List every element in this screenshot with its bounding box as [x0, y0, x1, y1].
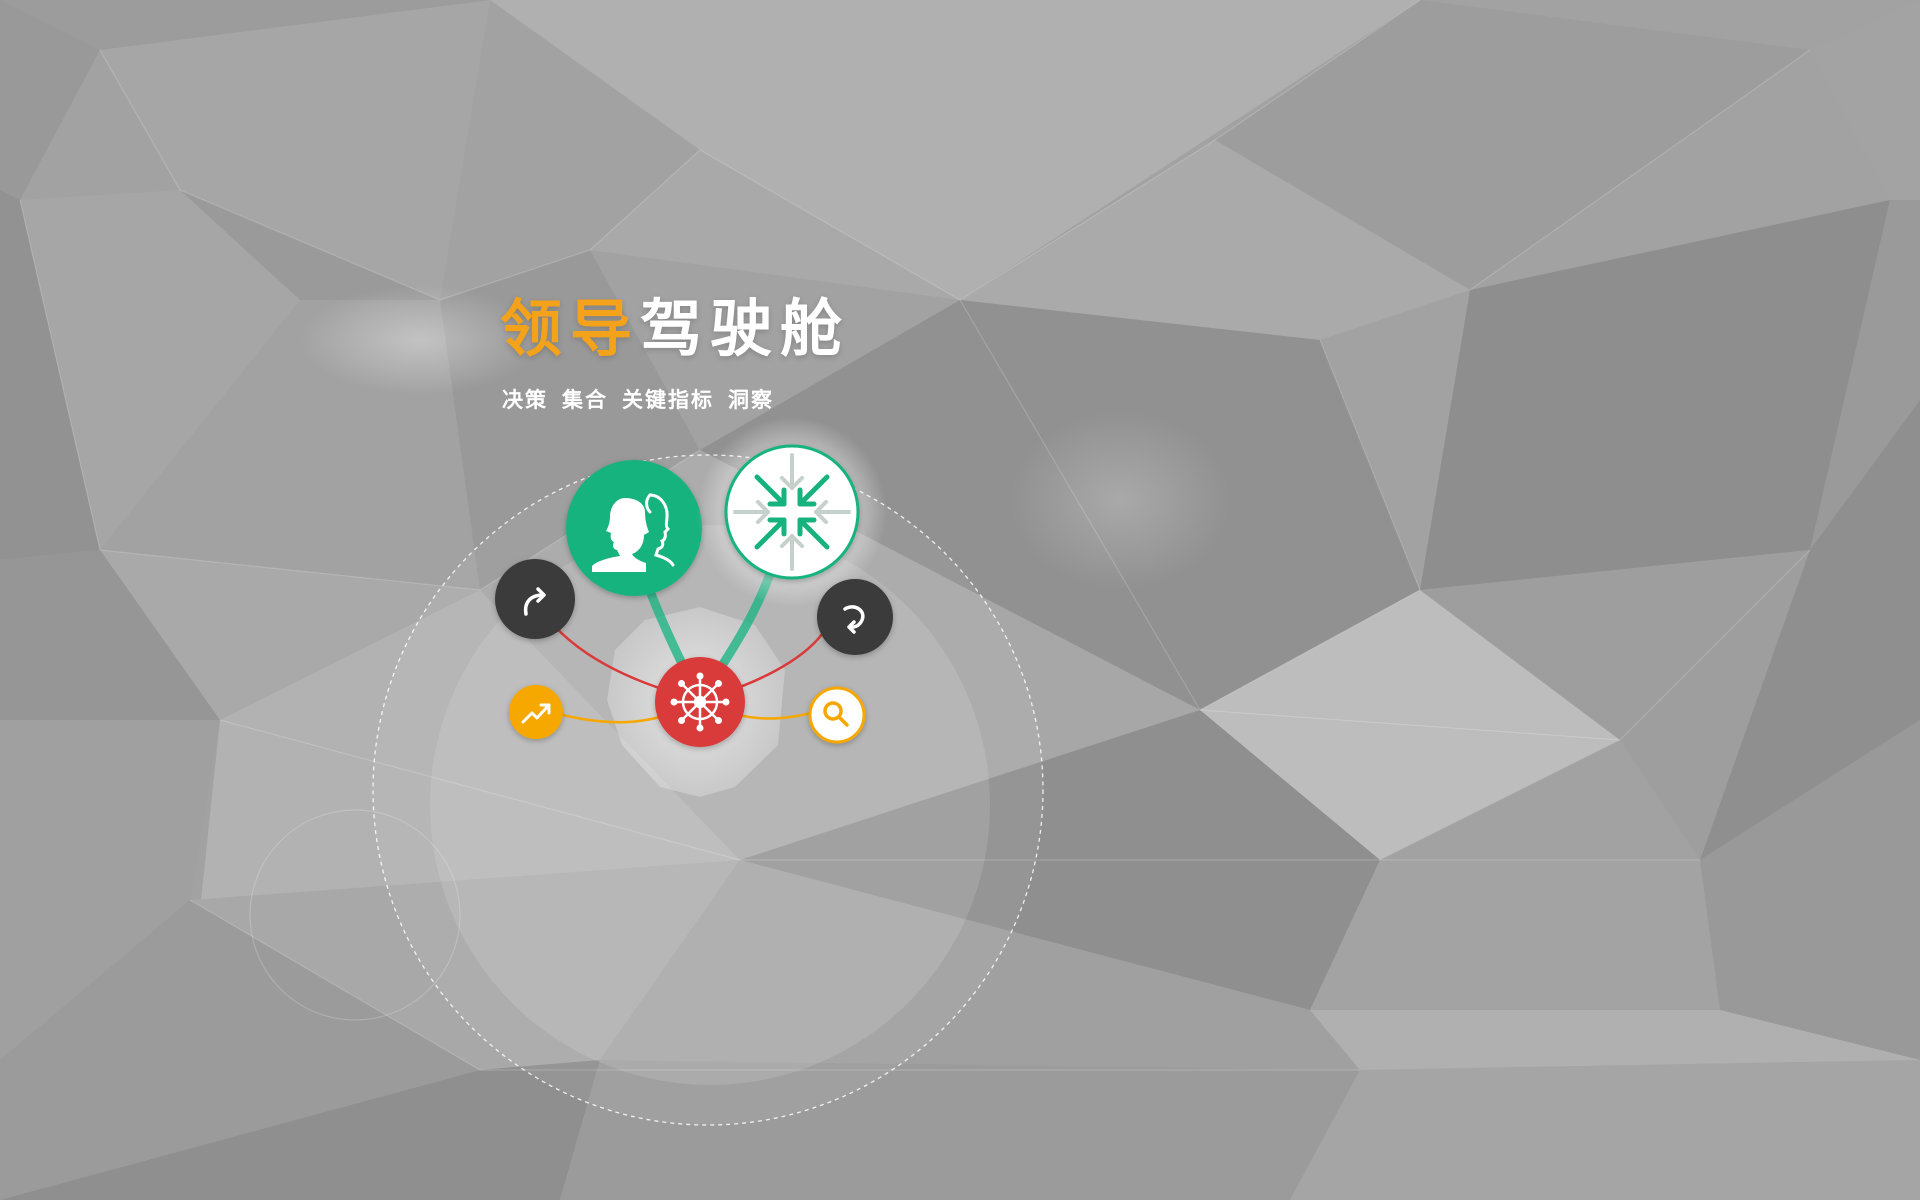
search-node[interactable] [808, 686, 866, 744]
redo-node[interactable] [495, 559, 575, 639]
page-title: 领导驾驶舱 [500, 290, 850, 368]
center-hub-node[interactable] [655, 657, 745, 747]
ship-wheel-icon [670, 672, 730, 732]
subtitle-decision: 决策 [502, 388, 548, 412]
trend-up-icon [521, 703, 551, 724]
converge-arrows-icon [733, 453, 851, 571]
leader-node[interactable] [566, 460, 702, 596]
title-main: 驾驶舱 [640, 292, 851, 365]
inner-glass-circle [430, 525, 990, 1085]
subtitle-insight: 洞察 [728, 388, 774, 412]
people-profile-icon [592, 493, 675, 572]
subtitle-collection: 集合 [562, 388, 608, 412]
aggregate-node[interactable] [724, 444, 860, 580]
rotate-node[interactable] [817, 579, 893, 655]
subtitle-key-metrics: 关键指标 [622, 388, 714, 412]
rotate-arrow-icon [843, 605, 865, 634]
search-icon [823, 701, 849, 727]
subtitle-tags: 决策 集合 关键指标 洞察 [502, 384, 774, 414]
title-accent: 领导 [500, 292, 641, 365]
redo-arrow-icon [523, 587, 546, 616]
trend-node[interactable] [509, 685, 563, 739]
